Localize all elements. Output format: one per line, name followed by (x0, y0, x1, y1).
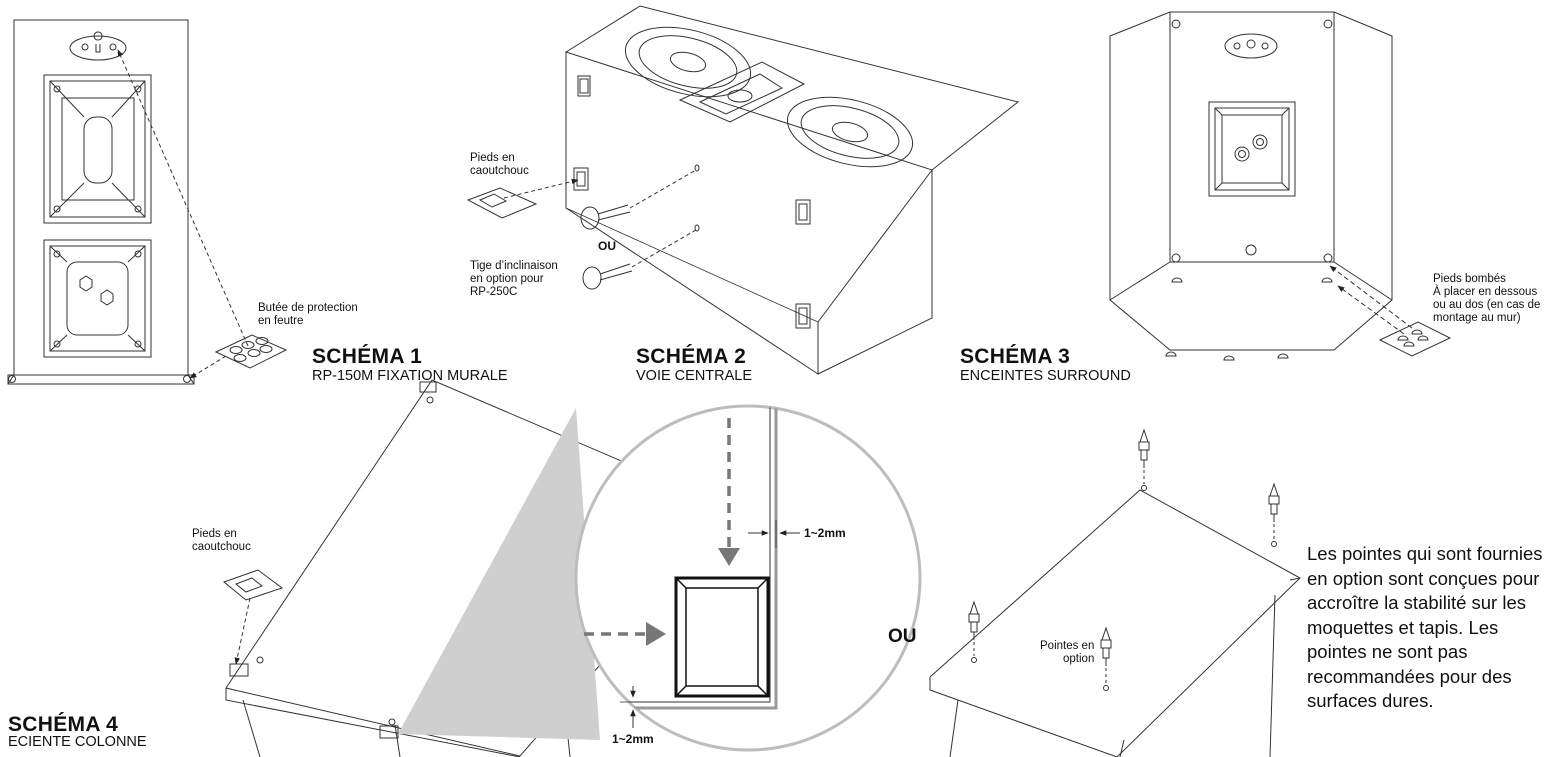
spikes-note: Les pointes qui sont fournies en option … (1307, 543, 1543, 711)
or-label-fig4: OU (888, 626, 917, 647)
domed-feet-label: Pieds bombés À placer en dessous ou au d… (1433, 273, 1541, 324)
gap-dimension-right: 1~2mm (804, 526, 846, 540)
figure-4-title: SCHÉMA 4 (8, 713, 119, 736)
felt-bumper-label: Butée de protection en feutre (258, 302, 358, 327)
figure-4-subtitle: ECIENTE COLONNE (8, 734, 147, 750)
figure-1-subtitle: RP-150M FIXATION MURALE (312, 368, 508, 384)
figure-3-subtitle: ENCEINTES SURROUND (960, 368, 1131, 384)
figure-2-subtitle: VOIE CENTRALE (636, 368, 753, 384)
felt-bumper-sheet (214, 334, 288, 369)
gap-dimension-bottom: 1~2mm (612, 732, 654, 746)
spike-1 (1138, 428, 1150, 468)
rubber-feet-label-fig4: Pieds en caoutchouc (192, 528, 251, 553)
tilt-rod-2 (582, 263, 633, 290)
figure-3-title: SCHÉMA 3 (960, 345, 1071, 368)
center-speaker-illustration (564, 5, 1020, 375)
surround-speaker-illustration (1109, 11, 1393, 361)
spike-3 (968, 600, 980, 640)
zoom-detail-circle (574, 404, 922, 752)
spike-4 (1100, 626, 1112, 666)
domed-feet-sheet (1378, 321, 1452, 357)
tilt-rod-label: Tige d’inclinaison en option pour RP-250… (470, 260, 558, 298)
tower-speaker-top-right (929, 485, 1301, 757)
rubber-feet-sheet-fig4 (222, 569, 284, 601)
spikes-label: Pointes en option (1040, 640, 1095, 665)
rubber-feet-label-fig2: Pieds en caoutchouc (470, 152, 529, 177)
speaker-rp150m-illustration (7, 19, 195, 385)
rubber-feet-sheet-fig2 (466, 187, 538, 219)
figure-1-title: SCHÉMA 1 (312, 345, 423, 368)
tilt-rod-1 (580, 204, 631, 230)
figure-2-title: SCHÉMA 2 (636, 345, 747, 368)
or-label-fig2: OU (598, 239, 616, 253)
spike-2 (1268, 482, 1280, 522)
